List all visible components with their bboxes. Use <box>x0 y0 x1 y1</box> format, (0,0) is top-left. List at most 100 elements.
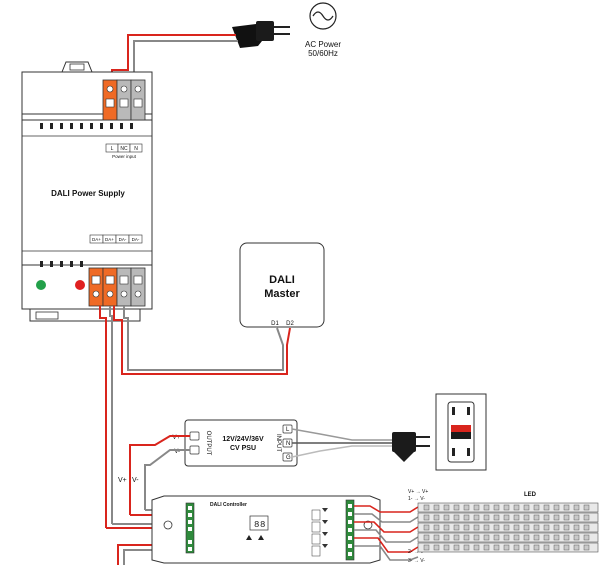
psu-l-label: L <box>286 427 290 433</box>
led-chip <box>583 544 590 551</box>
dali-master-d1: D1 <box>271 321 279 327</box>
led-chip <box>553 504 560 511</box>
power-input-caption: Power input <box>112 154 137 159</box>
led-chip <box>503 534 510 541</box>
led-chip <box>493 504 500 511</box>
led-chip <box>463 524 470 531</box>
green-indicator-icon <box>36 280 46 290</box>
led-chip <box>423 544 430 551</box>
led-chip <box>563 524 570 531</box>
led-chip <box>443 524 450 531</box>
led-chip <box>553 544 560 551</box>
psu-output-label: OUTPUT <box>205 431 211 456</box>
led-chip <box>583 524 590 531</box>
led-chip <box>573 544 580 551</box>
led-chip <box>483 504 490 511</box>
led-chip <box>533 524 540 531</box>
svg-text:8: 8 <box>260 520 265 530</box>
led-chip <box>463 544 470 551</box>
led-chip <box>453 534 460 541</box>
led-chip <box>523 534 530 541</box>
led-chip <box>503 544 510 551</box>
led-chip <box>563 544 570 551</box>
dali-controller-title: DALI Controller <box>210 502 247 508</box>
psu-plug-icon <box>392 432 430 462</box>
psu-input-label: INPUT <box>275 434 281 452</box>
led-chip <box>473 514 480 521</box>
led-chip <box>543 534 550 541</box>
led-chip <box>503 524 510 531</box>
dali-master-line1: DALI <box>269 274 295 286</box>
ac-frequency-label: 50/60Hz <box>308 49 338 58</box>
psu-type-label: CV PSU <box>230 445 256 452</box>
led-chip <box>433 504 440 511</box>
led-chip <box>573 524 580 531</box>
led-chip <box>553 514 560 521</box>
supply-vminus-label: V- <box>132 477 139 484</box>
led-row-label-3: 2- → V- <box>408 549 425 555</box>
led-chip <box>473 504 480 511</box>
dali-master <box>239 242 325 328</box>
led-chip <box>513 524 520 531</box>
dali-bus-wire-red <box>113 306 291 375</box>
dali-to-controller-wire-gray <box>109 306 113 524</box>
led-row-label-1: V+ → V+ <box>408 489 428 495</box>
output-terminal-da-minus-1: DA- <box>119 237 127 242</box>
led-chip <box>513 504 520 511</box>
red-indicator-icon <box>75 280 85 290</box>
led-chip <box>543 524 550 531</box>
led-chip <box>423 514 430 521</box>
dali-bus-wire-gray <box>123 306 284 371</box>
psu-g-label: G <box>286 455 291 461</box>
svg-text:8: 8 <box>254 520 259 530</box>
led-chip <box>573 514 580 521</box>
led-chip <box>533 534 540 541</box>
output-terminal-da-minus-2: DA- <box>132 237 140 242</box>
led-chip <box>483 534 490 541</box>
led-chip <box>543 514 550 521</box>
led-chip <box>513 514 520 521</box>
led-chip <box>563 534 570 541</box>
output-terminal-da-plus-1: DA+ <box>92 237 101 242</box>
led-chip <box>513 534 520 541</box>
led-row-label-2: 1- → V- <box>408 496 425 502</box>
led-chip <box>433 534 440 541</box>
led-chip <box>553 534 560 541</box>
led-chip <box>513 544 520 551</box>
led-row-label-4: 3- → V- <box>408 558 425 564</box>
input-terminal-n: N <box>134 146 138 152</box>
output-terminal-da-plus-2: DA+ <box>105 237 114 242</box>
led-chip <box>543 544 550 551</box>
ac-wave-icon <box>309 2 337 30</box>
led-chip <box>463 514 470 521</box>
led-chip <box>443 504 450 511</box>
led-chip <box>423 534 430 541</box>
input-terminal-nc: NC <box>120 146 128 152</box>
led-chip <box>493 524 500 531</box>
led-chip <box>563 504 570 511</box>
led-chip <box>583 534 590 541</box>
led-label: LED <box>524 492 537 498</box>
led-chip <box>533 514 540 521</box>
dali-master-d2: D2 <box>286 321 294 327</box>
input-terminal-l: L <box>111 146 114 152</box>
psu-n-label: N <box>286 441 290 447</box>
led-chip <box>423 504 430 511</box>
led-chip <box>493 534 500 541</box>
led-chip <box>533 504 540 511</box>
led-chip <box>583 504 590 511</box>
led-chip <box>523 524 530 531</box>
led-chip <box>473 544 480 551</box>
psu-voltage-label: 12V/24V/36V <box>222 436 264 443</box>
led-chip <box>483 514 490 521</box>
wall-outlet-icon <box>435 393 487 471</box>
led-chip <box>433 514 440 521</box>
led-chip <box>443 514 450 521</box>
led-chip <box>493 514 500 521</box>
led-chip <box>523 514 530 521</box>
led-chip <box>573 534 580 541</box>
led-chip <box>453 504 460 511</box>
led-chip <box>543 504 550 511</box>
led-chip <box>573 504 580 511</box>
